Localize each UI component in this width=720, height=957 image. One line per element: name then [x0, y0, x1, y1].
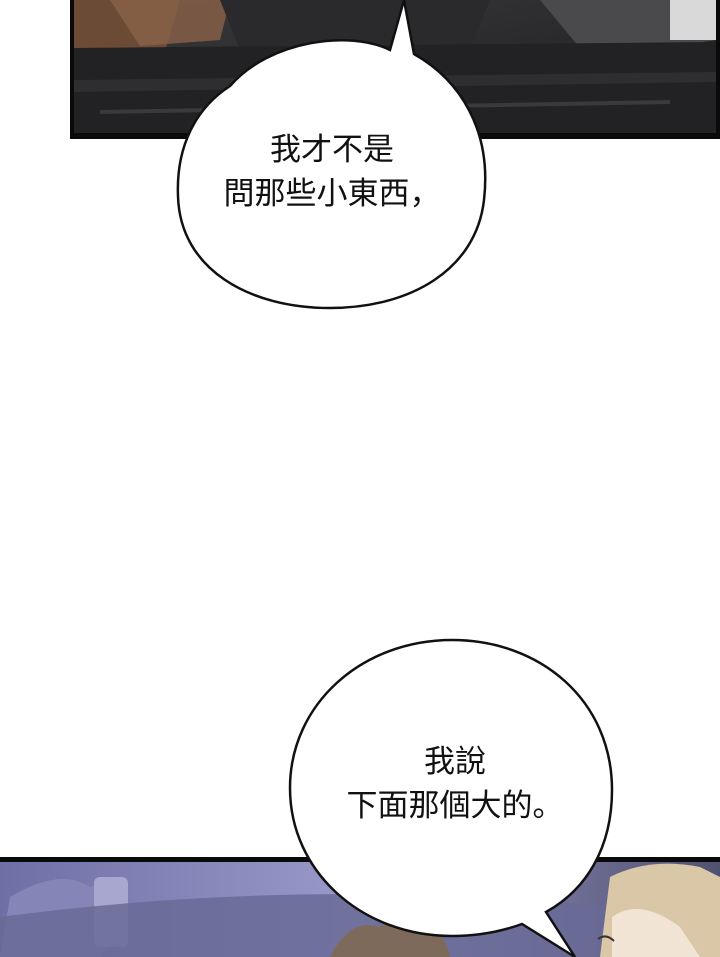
bubble-1-shape [176, 0, 487, 310]
character-face [612, 909, 700, 957]
speech-bubble-1 [176, 0, 487, 310]
bubble-2-text: 我說 下面那個大的。 [296, 740, 614, 828]
light-patch [670, 0, 716, 40]
bubble-2-line-2: 下面那個大的。 [346, 788, 564, 824]
bubble-1-line-1: 我才不是 [270, 132, 394, 168]
bubble-1-text: 我才不是 問那些小東西， [190, 128, 474, 216]
hand-shape [110, 0, 230, 46]
jacket-shape [220, 0, 490, 50]
speech-bubble-2 [288, 638, 614, 957]
bubble-1-line-2: 問那些小東西， [223, 176, 441, 212]
closed-eye [597, 935, 615, 942]
bubble-2-line-1: 我說 [424, 744, 486, 780]
bubble-2-shape [288, 638, 614, 957]
